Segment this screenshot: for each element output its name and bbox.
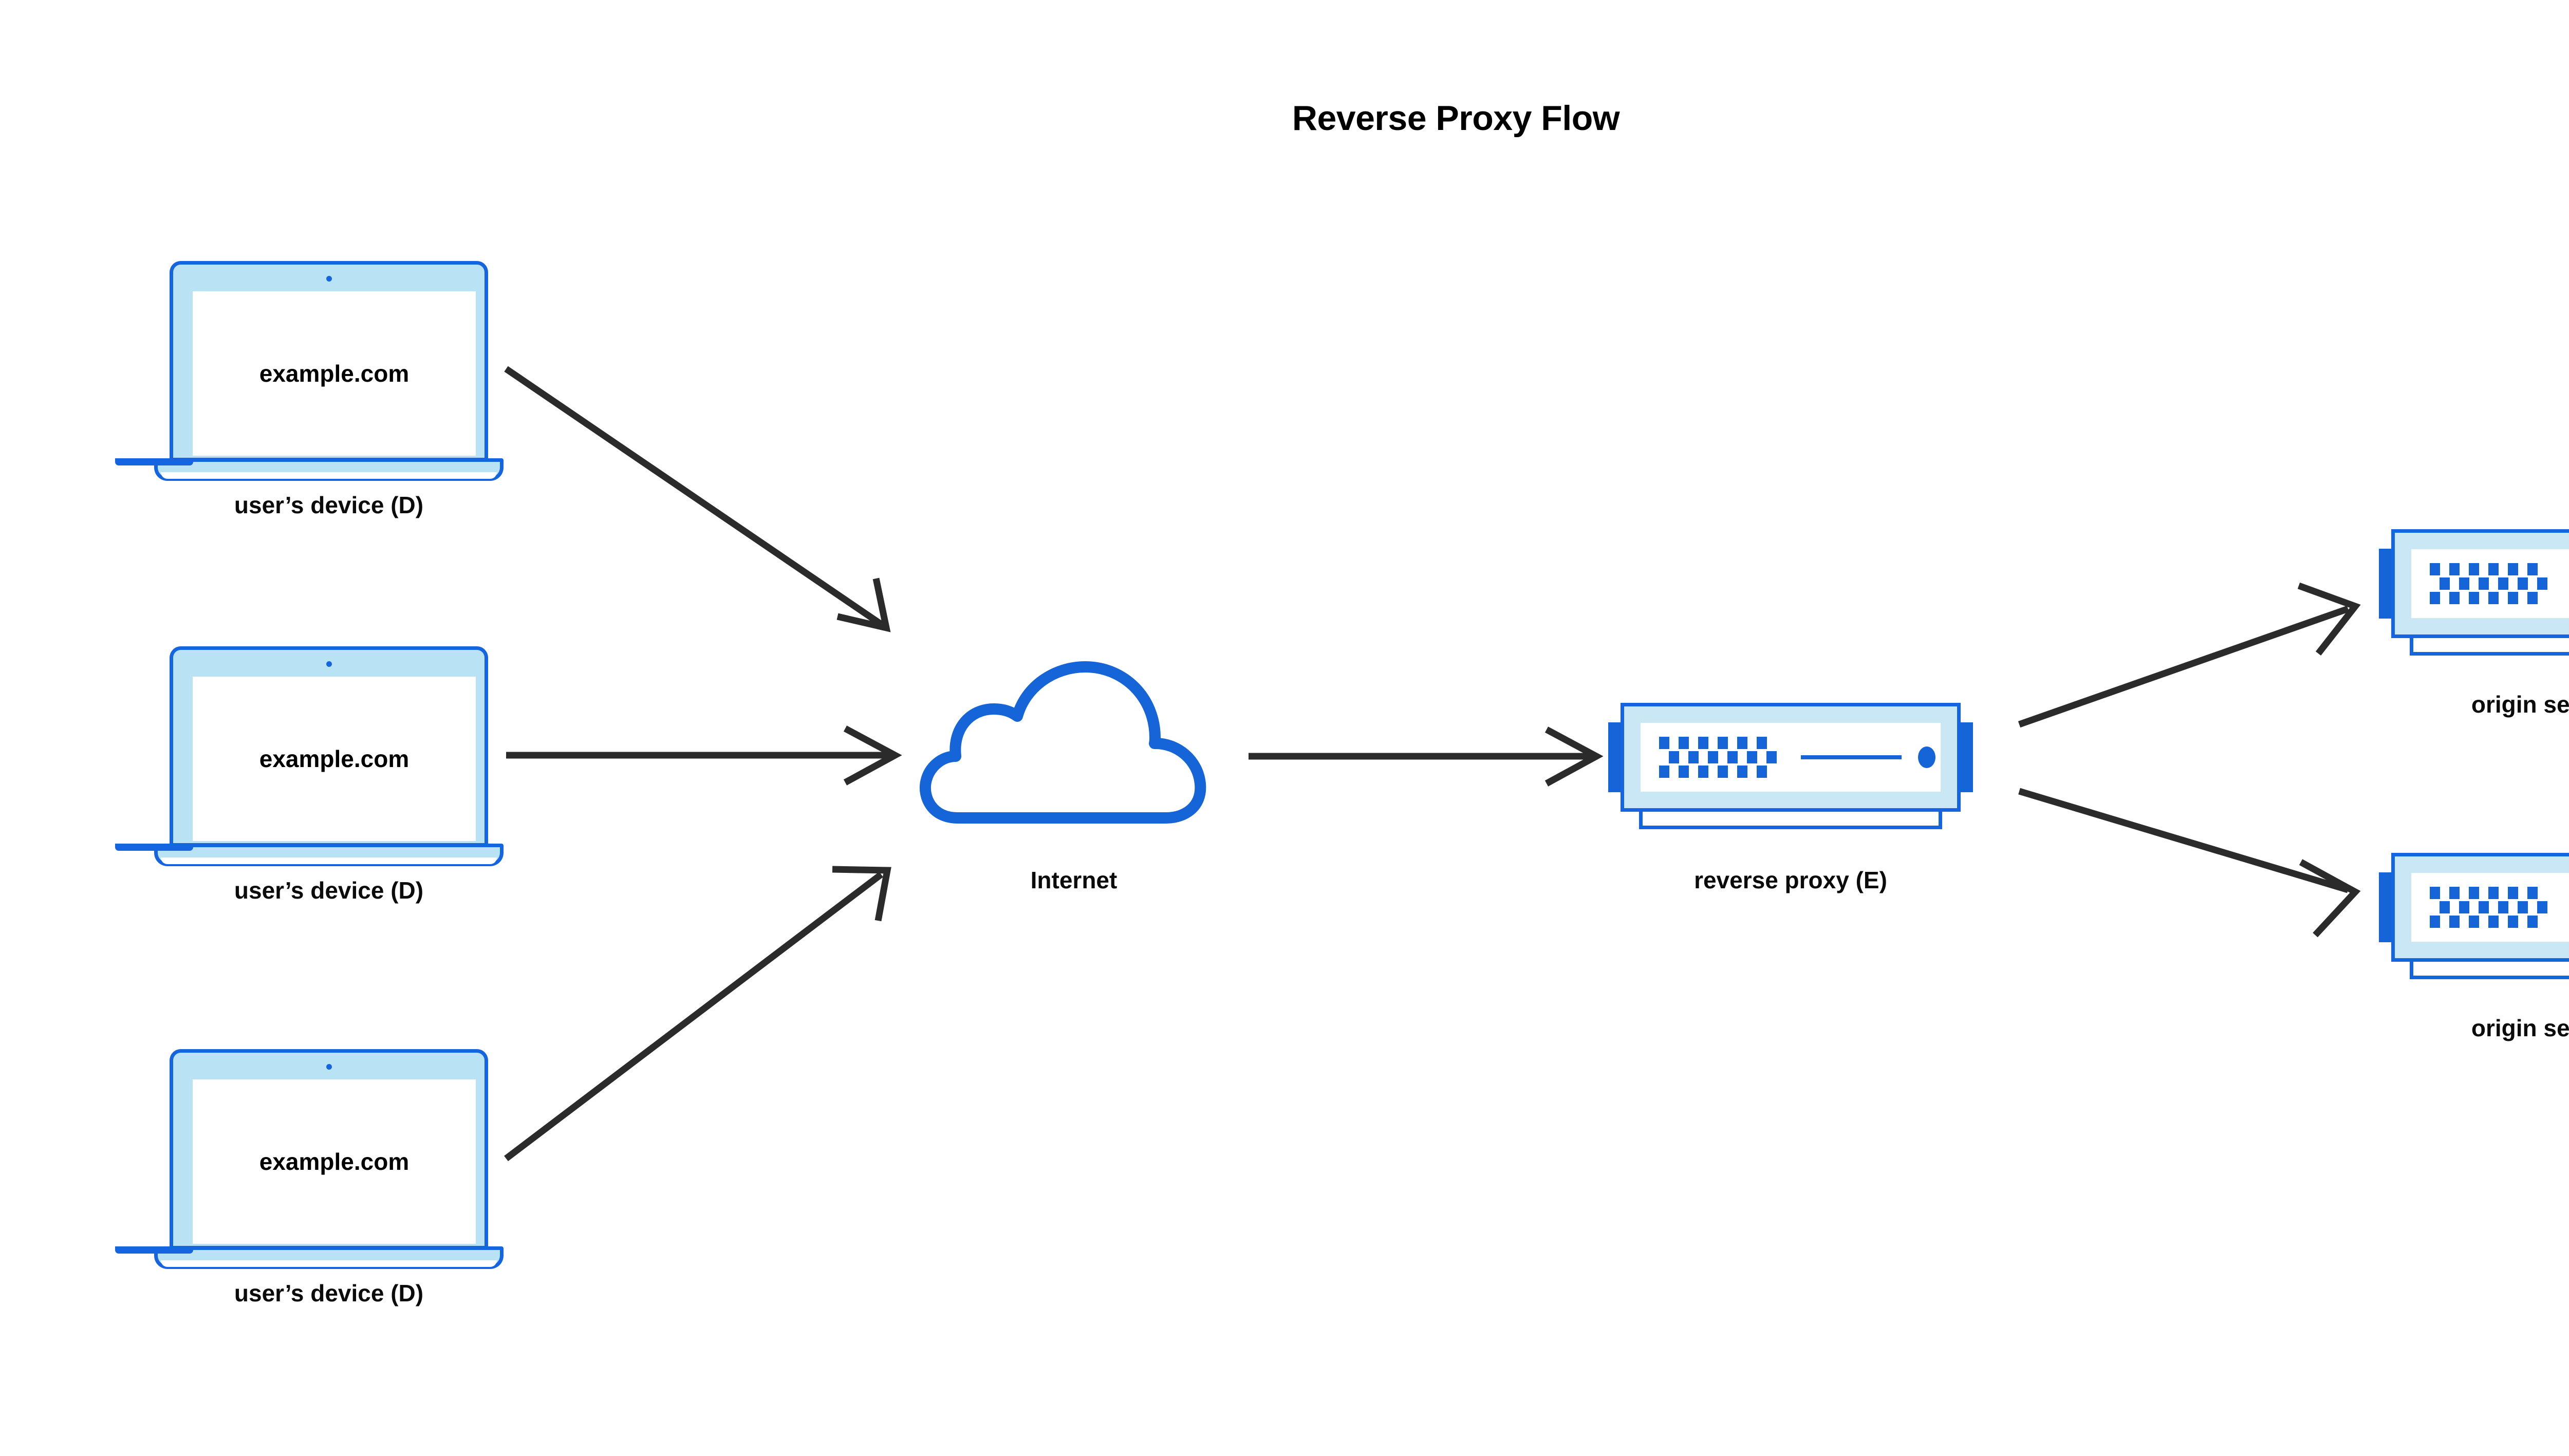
label-client-2: user’s device (D): [234, 877, 424, 904]
laptop-base: [154, 844, 504, 866]
laptop-screen: example.com: [193, 1079, 476, 1244]
node-origin-1[interactable]: [2379, 529, 2569, 658]
label-origin-1: origin server (F): [2471, 691, 2569, 718]
camera-icon: [326, 661, 332, 667]
server-front-panel: [2411, 873, 2569, 942]
connector-client3-internet: [504, 866, 891, 1162]
laptop-screen: example.com: [193, 291, 476, 456]
laptop-hinge-notch: [115, 1246, 193, 1254]
label-reverse-proxy: reverse proxy (E): [1694, 867, 1887, 893]
connector-internet-proxy: [1249, 726, 1604, 787]
connector-proxy-origin1: [2018, 582, 2361, 728]
camera-icon: [326, 276, 332, 282]
server-status-led-icon: [1918, 746, 1935, 768]
server-chassis: [1621, 703, 1961, 812]
laptop-lid: example.com: [170, 646, 488, 847]
connector-client1-internet: [504, 366, 891, 632]
server-chassis: [2391, 853, 2569, 962]
label-internet: Internet: [1030, 867, 1118, 893]
connector-proxy-origin2: [2018, 788, 2361, 938]
screen-url-text: example.com: [259, 745, 409, 772]
label-client-1: user’s device (D): [234, 492, 424, 518]
server-stand: [2410, 959, 2569, 979]
node-origin-2[interactable]: [2379, 853, 2569, 981]
laptop-hinge-notch: [115, 458, 193, 465]
label-client-3: user’s device (D): [234, 1280, 424, 1306]
label-origin-2: origin server (F): [2471, 1015, 2569, 1041]
connector-client2-internet: [506, 725, 902, 786]
cloud-icon: [920, 661, 1206, 824]
server-vent-dots: [2430, 887, 2547, 928]
laptop-screen: example.com: [193, 677, 476, 841]
server-vent-dots: [1659, 737, 1777, 778]
server-stand: [1639, 809, 1942, 829]
server-chassis: [2391, 529, 2569, 638]
server-stand: [2410, 635, 2569, 656]
server-front-panel: [2411, 549, 2569, 618]
laptop-lid: example.com: [170, 261, 488, 461]
screen-url-text: example.com: [259, 1148, 409, 1175]
node-internet[interactable]: [915, 637, 1233, 843]
laptop-base: [154, 1246, 504, 1269]
server-vent-dots: [2430, 563, 2547, 604]
server-status-line: [1801, 755, 1902, 759]
laptop-base: [154, 458, 504, 481]
camera-icon: [326, 1064, 332, 1070]
laptop-lid: example.com: [170, 1049, 488, 1249]
server-front-panel: [1641, 723, 1941, 792]
screen-url-text: example.com: [259, 360, 409, 387]
node-reverse-proxy[interactable]: [1608, 703, 1973, 831]
page-title: Reverse Proxy Flow: [1292, 99, 1620, 138]
laptop-hinge-notch: [115, 844, 193, 851]
